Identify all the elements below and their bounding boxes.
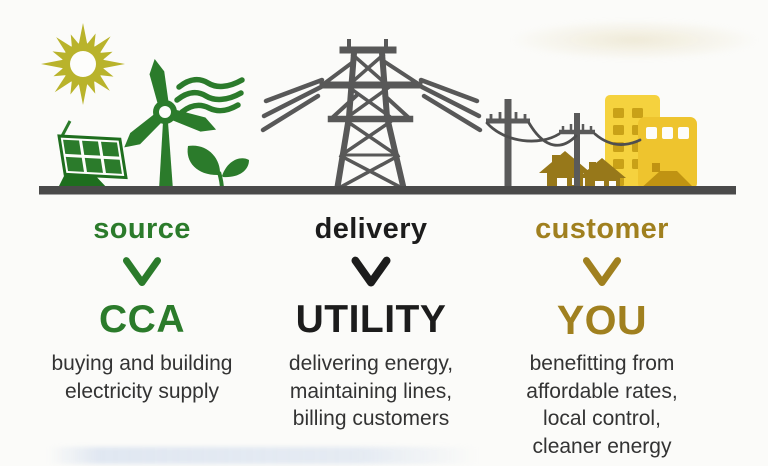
stage-label-delivery: delivery <box>314 213 428 245</box>
description-line: cleaner energy <box>532 434 672 458</box>
scan-artifact-bottom <box>48 447 478 464</box>
utility-poles-icon <box>486 99 595 190</box>
description-line: affordable rates, <box>526 379 678 403</box>
description-line: billing customers <box>292 407 450 430</box>
power-wires-icon <box>485 121 642 147</box>
wind-waves-icon <box>174 76 245 115</box>
ground-line <box>39 186 736 195</box>
entity-description-you: benefitting from affordable rates, local… <box>480 350 724 460</box>
description-line: local control, <box>543 407 661 430</box>
column-delivery: delivery UTILITY delivering energy, main… <box>249 200 493 433</box>
wind-turbine-icon <box>124 58 217 190</box>
description-line: benefitting from <box>529 352 675 375</box>
entity-name-utility: UTILITY <box>295 298 447 341</box>
entity-description-cca: buying and building electricity supply <box>20 350 264 405</box>
solar-panel-icon <box>57 120 128 190</box>
stage-label-source: source <box>93 213 191 245</box>
stage-label-customer: customer <box>535 213 669 245</box>
transmission-tower-icon <box>319 39 423 194</box>
column-source: source CCA buying and building electrici… <box>20 200 264 405</box>
power-lines-icon <box>260 77 483 133</box>
description-line: delivering energy, <box>288 352 454 375</box>
energy-scene <box>39 23 736 195</box>
sun-icon <box>41 23 125 105</box>
description-line: electricity supply <box>64 379 220 403</box>
chevron-down-icon <box>122 257 162 287</box>
entity-name-cca: CCA <box>99 298 185 341</box>
description-line: buying and building <box>51 352 233 375</box>
column-customer: customer YOU benefitting from affordable… <box>480 200 724 460</box>
entity-description-utility: delivering energy, maintaining lines, bi… <box>249 350 493 433</box>
chevron-down-icon <box>351 256 391 287</box>
description-line: maintaining lines, <box>289 379 453 403</box>
entity-name-you: YOU <box>556 297 648 343</box>
chevron-down-icon <box>582 257 622 287</box>
sprout-icon <box>187 145 249 191</box>
